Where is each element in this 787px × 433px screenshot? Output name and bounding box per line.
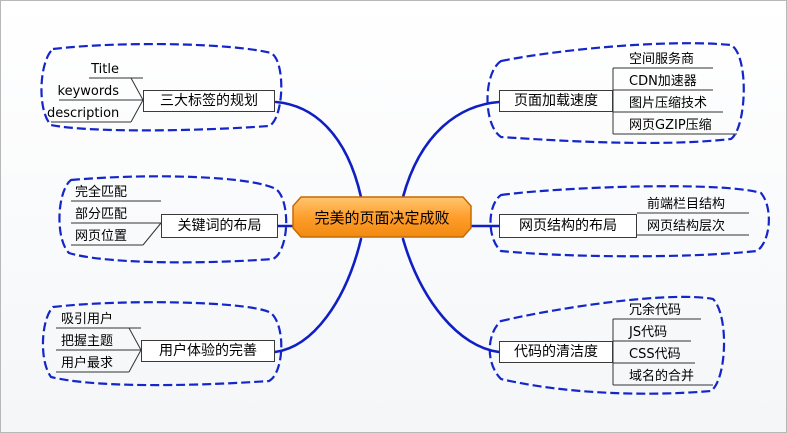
leaf-domain-merge[interactable]: 域名的合并	[629, 369, 695, 384]
branch-tags[interactable]: 三大标签的规划	[143, 90, 275, 112]
link-center-code	[401, 237, 501, 354]
leaf-attract-users[interactable]: 吸引用户	[61, 312, 114, 327]
leaf-title[interactable]: Title	[91, 62, 119, 77]
leaf-keywords[interactable]: keywords	[57, 84, 119, 99]
leaf-connector-tags-2	[130, 99, 144, 123]
link-center-tags	[274, 100, 363, 199]
branch-tags-label: 三大标签的规划	[160, 93, 258, 109]
branch-code-label: 代码的清洁度	[514, 344, 598, 360]
branch-code[interactable]: 代码的清洁度	[499, 341, 613, 363]
leaf-grasp-theme[interactable]: 把握主题	[61, 334, 114, 349]
branch-ux[interactable]: 用户体验的完善	[141, 340, 275, 362]
leaf-hosting-provider[interactable]: 空间服务商	[629, 52, 695, 67]
group-outline-keywords	[58, 175, 288, 264]
branch-speed[interactable]: 页面加载速度	[499, 90, 613, 112]
link-center-speed	[401, 100, 501, 199]
leaf-page-position[interactable]: 网页位置	[75, 229, 128, 244]
group-outline-speed	[486, 42, 745, 145]
leaf-redundant-code[interactable]: 冗余代码	[629, 303, 682, 318]
central-topic-shape	[292, 196, 472, 238]
group-outline-structure	[489, 185, 770, 258]
leaf-connector-ux-1	[128, 327, 142, 351]
leaf-connector-tags	[130, 77, 144, 101]
group-outline-tags	[40, 42, 283, 132]
leaf-partial-match[interactable]: 部分匹配	[75, 207, 128, 222]
central-topic[interactable]: 完美的页面决定成败	[292, 196, 472, 238]
leaf-cdn[interactable]: CDN加速器	[629, 74, 697, 89]
branch-keywords-label: 关键词的布局	[177, 218, 262, 234]
leaf-page-hierarchy[interactable]: 网页结构层次	[647, 219, 726, 234]
leaf-frontend-columns[interactable]: 前端栏目结构	[647, 197, 726, 212]
leaf-description[interactable]: description	[47, 106, 120, 121]
branch-structure-label: 网页结构的布局	[519, 218, 617, 234]
group-outline-ux	[41, 301, 283, 387]
leaf-js-code[interactable]: JS代码	[629, 325, 668, 340]
leaf-connector-ux-2	[128, 349, 142, 373]
branch-structure[interactable]: 网页结构的布局	[499, 214, 637, 238]
link-center-ux	[273, 237, 363, 354]
leaf-gzip[interactable]: 网页GZIP压缩	[629, 118, 712, 133]
group-outline-code	[488, 295, 726, 395]
leaf-connector-kw	[142, 222, 162, 246]
leaf-user-seek[interactable]: 用户最求	[61, 356, 114, 371]
leaf-image-compression[interactable]: 图片压缩技术	[629, 96, 708, 111]
branch-speed-label: 页面加载速度	[514, 93, 598, 109]
central-topic-label: 完美的页面决定成败	[314, 208, 450, 227]
branch-keywords[interactable]: 关键词的布局	[161, 214, 278, 238]
branch-ux-label: 用户体验的完善	[159, 343, 257, 359]
leaf-exact-match[interactable]: 完全匹配	[75, 185, 128, 200]
leaf-css-code[interactable]: CSS代码	[629, 347, 681, 362]
